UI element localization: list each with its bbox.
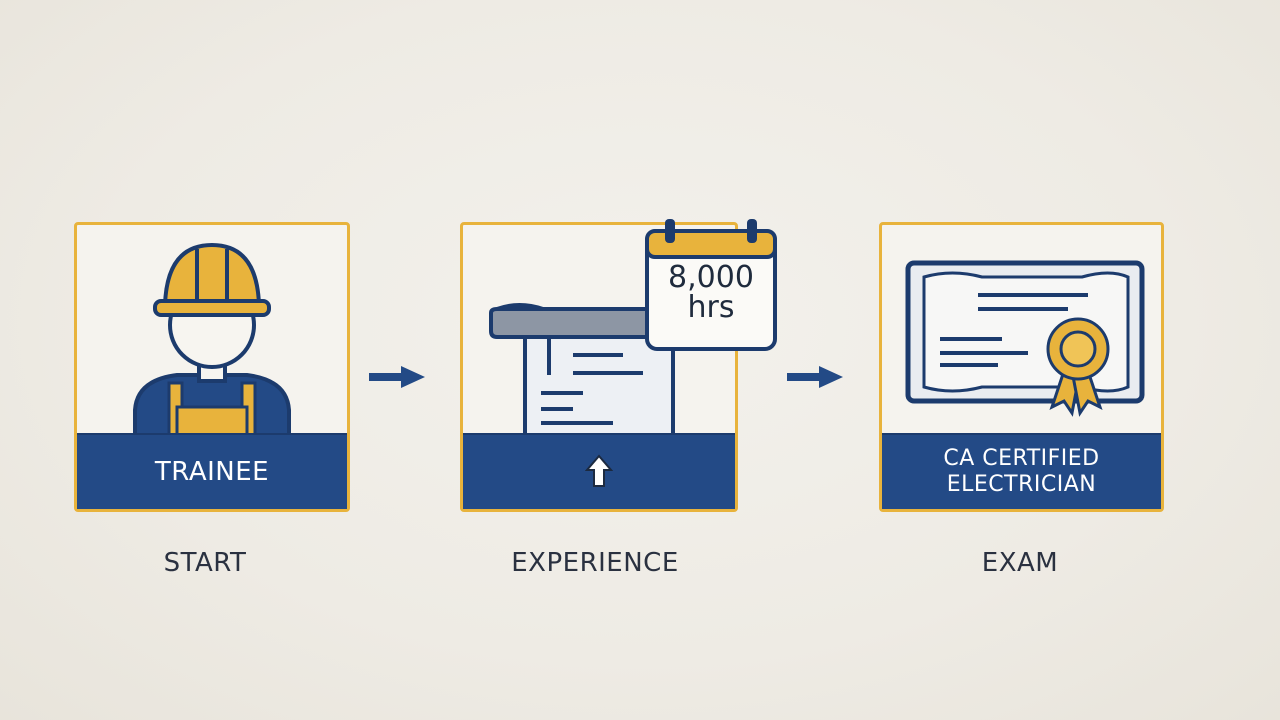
- step-label-start: START: [163, 548, 247, 578]
- calendar-icon: [645, 219, 777, 351]
- experience-banner: [463, 433, 735, 509]
- up-arrow-icon: [585, 454, 613, 487]
- certified-banner: CA CERTIFIED ELECTRICIAN: [882, 433, 1161, 509]
- certified-card: CA CERTIFIED ELECTRICIAN: [879, 222, 1164, 512]
- banner-label: CA CERTIFIED ELECTRICIAN: [943, 446, 1100, 497]
- banner-label: TRAINEE: [154, 457, 270, 487]
- hours-calendar-badge: 8,000 hrs: [643, 215, 779, 355]
- right-arrow-icon: [787, 366, 843, 388]
- award-ribbon-icon: [1046, 317, 1110, 417]
- hours-value: 8,000 hrs: [668, 260, 754, 325]
- certificate-icon: [905, 260, 1145, 417]
- step-label-experience: EXPERIENCE: [511, 548, 679, 578]
- construction-worker-icon: [133, 242, 291, 437]
- step-label-exam: EXAM: [981, 548, 1059, 578]
- right-arrow-icon: [369, 366, 425, 388]
- experience-card: 8,000 hrs: [460, 219, 777, 512]
- trainee-banner: TRAINEE: [77, 433, 347, 509]
- trainee-card: TRAINEE: [74, 222, 350, 512]
